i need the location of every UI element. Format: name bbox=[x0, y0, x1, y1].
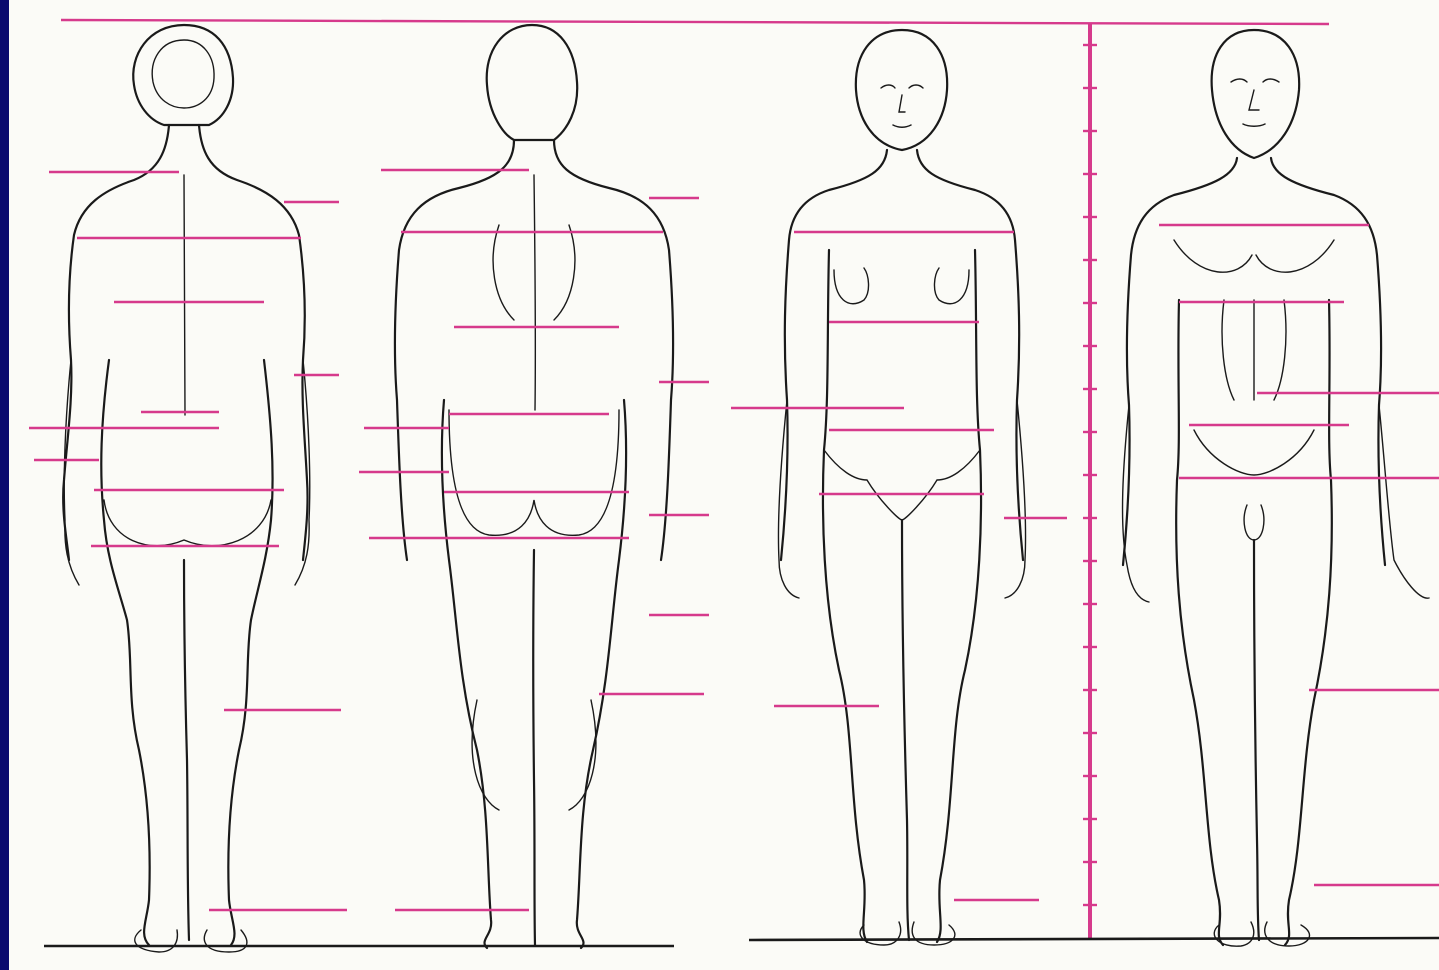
male-back-spine bbox=[534, 175, 535, 410]
female-back-figure bbox=[63, 25, 310, 952]
female-front-breasts bbox=[834, 268, 969, 304]
male-back-body-outline bbox=[395, 140, 673, 948]
female-front-body-outline bbox=[781, 150, 1023, 942]
female-back-body-outline bbox=[63, 125, 307, 945]
female-back-hair-bun bbox=[152, 40, 214, 108]
male-front-body-outline bbox=[1123, 158, 1385, 945]
female-back-buttocks bbox=[104, 500, 271, 546]
female-front-head bbox=[856, 30, 947, 150]
male-front-figure bbox=[1123, 30, 1429, 946]
vertical-scale bbox=[1083, 24, 1097, 940]
top-reference-line bbox=[61, 20, 1329, 24]
male-front-chest bbox=[1174, 240, 1334, 272]
scale-ticks bbox=[1083, 45, 1097, 905]
male-back-scapulae bbox=[493, 225, 575, 320]
male-front-abdomen bbox=[1194, 300, 1314, 475]
female-front-figure bbox=[778, 30, 1025, 945]
female-front-face bbox=[881, 85, 923, 127]
diagram-canvas bbox=[9, 0, 1439, 970]
male-front-feet bbox=[1214, 922, 1309, 946]
male-back-buttocks bbox=[449, 410, 619, 535]
male-back-figure bbox=[395, 25, 673, 948]
male-front-face bbox=[1231, 79, 1279, 126]
female-front-pelvis bbox=[824, 450, 980, 520]
female-back-spine bbox=[184, 175, 185, 415]
male-front-genitals bbox=[1244, 505, 1264, 540]
proportion-diagram bbox=[9, 0, 1439, 970]
male-back-head bbox=[487, 25, 578, 140]
ground-line-right bbox=[749, 938, 1439, 940]
male-front-arms bbox=[1123, 405, 1429, 602]
male-front-head bbox=[1212, 30, 1300, 158]
female-back-feet bbox=[135, 930, 247, 952]
